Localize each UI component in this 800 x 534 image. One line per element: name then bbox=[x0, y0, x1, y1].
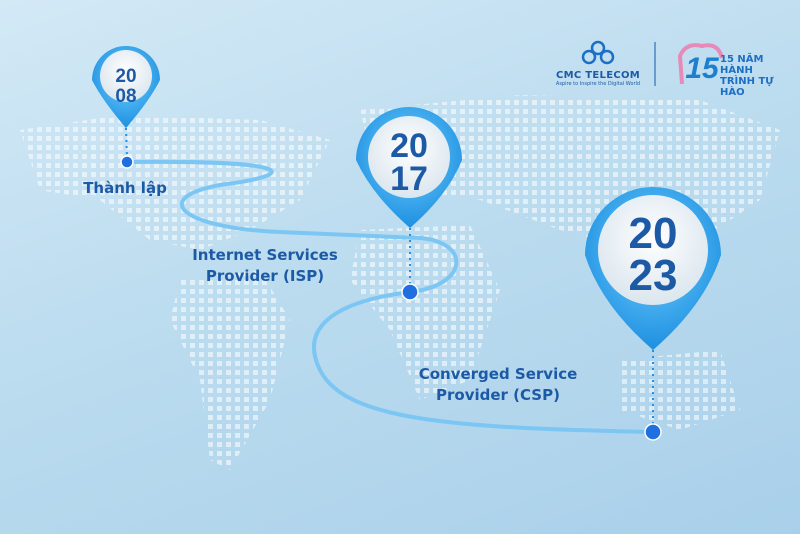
label-line: Provider (ISP) bbox=[205, 267, 325, 285]
year-2023-bottom: 23 bbox=[629, 251, 678, 300]
milestone-dot-2008 bbox=[120, 155, 134, 169]
brand-name: CMC TELECOM bbox=[555, 70, 641, 81]
label-line: Internet Services bbox=[192, 246, 338, 264]
year-2008-bottom: 08 bbox=[115, 86, 136, 107]
milestone-label-2008: Thành lập bbox=[83, 179, 167, 197]
pin-2023 bbox=[585, 187, 721, 350]
anniversary-text: 15 NĂM HÀNH TRÌNH TỰ HÀO bbox=[720, 54, 774, 98]
pin-2008 bbox=[92, 46, 160, 128]
milestone-dot-2017 bbox=[401, 283, 419, 301]
milestone-label-2017: Internet Services Provider (ISP) bbox=[180, 245, 350, 287]
year-2017-top: 20 bbox=[390, 127, 428, 165]
label-line: Provider (CSP) bbox=[436, 386, 560, 404]
brand-tagline: Aspire to Inspire the Digital World bbox=[555, 81, 641, 87]
cloud-logo-icon bbox=[581, 40, 615, 65]
anniversary-logo: 15 15 NĂM HÀNH TRÌNH TỰ HÀO bbox=[676, 40, 786, 98]
milestone-label-2023: Converged Service Provider (CSP) bbox=[408, 364, 588, 406]
pin-2017 bbox=[355, 106, 462, 228]
timeline-path bbox=[125, 159, 655, 434]
year-2023-top: 20 bbox=[629, 209, 678, 258]
svg-text:15: 15 bbox=[685, 52, 720, 85]
cmc-telecom-logo: CMC TELECOM Aspire to Inspire the Digita… bbox=[548, 40, 648, 87]
year-2017-bottom: 17 bbox=[390, 160, 428, 198]
label-line: Converged Service bbox=[418, 365, 578, 383]
milestone-dot-2023 bbox=[644, 423, 662, 441]
year-2008-top: 20 bbox=[115, 66, 136, 87]
